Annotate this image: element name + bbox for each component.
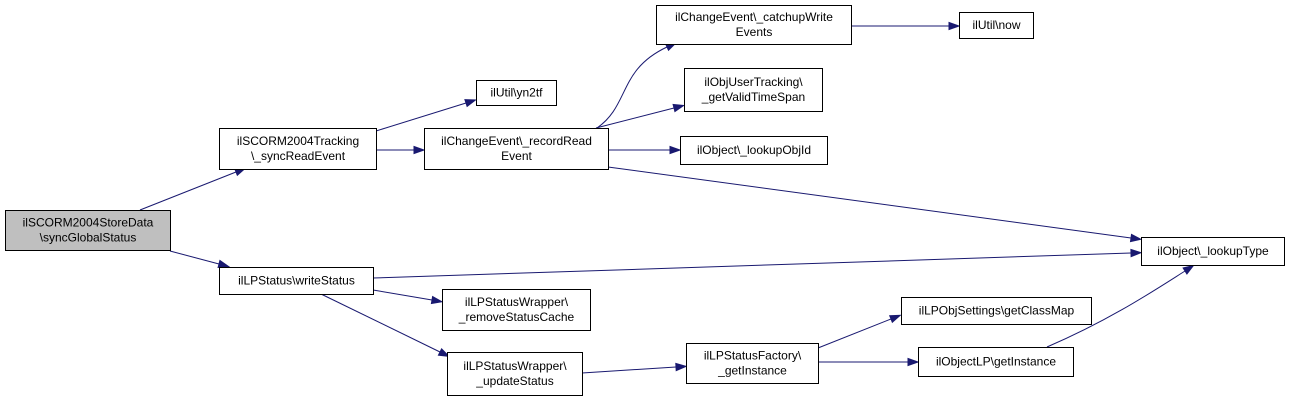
node-box <box>424 128 609 170</box>
edge-write-status-to-lookup-type <box>372 248 1143 279</box>
node-remove-status-cache[interactable]: ilLPStatusWrapper\_removeStatusCache <box>442 289 591 331</box>
node-box <box>447 352 583 396</box>
edge-line <box>607 166 1132 239</box>
arrow-head-icon <box>413 145 426 155</box>
node-box <box>918 347 1074 377</box>
arrow-head-icon <box>948 21 961 31</box>
edge-line <box>169 250 220 265</box>
node-box <box>5 210 171 251</box>
edge-status-factory-get-instance-to-get-class-map <box>817 314 902 349</box>
edge-update-status-to-status-factory-get-instance <box>581 362 688 374</box>
node-label-line: ilLPObjSettings\getClassMap <box>919 304 1075 318</box>
node-label-line: ilLPStatusWrapper\ <box>463 359 567 373</box>
edge-catchup-write-events-to-util-now <box>851 21 961 31</box>
node-box <box>442 289 591 331</box>
node-lookup-type[interactable]: ilObject\_lookupType <box>1141 237 1285 266</box>
node-get-class-map[interactable]: ilLPObjSettings\getClassMap <box>901 297 1092 325</box>
node-root[interactable]: ilSCORM2004StoreData\syncGlobalStatus <box>5 210 171 251</box>
node-label-line: ilSCORM2004Tracking <box>237 134 359 148</box>
arrow-head-icon <box>669 145 682 155</box>
edge-write-status-to-remove-status-cache <box>372 289 444 305</box>
node-object-lp-get-instance[interactable]: ilObjectLP\getInstance <box>918 347 1074 377</box>
node-label-line: _getValidTimeSpan <box>701 90 805 104</box>
arrow-head-icon <box>464 99 477 108</box>
nodes-layer: ilSCORM2004StoreData\syncGlobalStatusilS… <box>5 5 1285 396</box>
node-update-status[interactable]: ilLPStatusWrapper\_updateStatus <box>447 352 583 396</box>
edge-line <box>1046 270 1186 348</box>
arrow-head-icon <box>1130 248 1143 258</box>
edge-object-lp-get-instance-to-lookup-type <box>1046 264 1195 348</box>
node-box <box>684 68 823 112</box>
node-box <box>219 128 377 170</box>
edge-root-to-write-status <box>169 250 231 269</box>
arrow-head-icon <box>437 347 451 358</box>
node-status-factory-get-instance[interactable]: ilLPStatusFactory\_getInstance <box>686 343 819 384</box>
arrow-head-icon <box>907 357 920 367</box>
node-label-line: _updateStatus <box>475 374 553 388</box>
arrow-head-icon <box>430 295 444 305</box>
edge-status-factory-get-instance-to-object-lp-get-instance <box>818 357 920 367</box>
node-box <box>686 343 819 384</box>
arrow-head-icon <box>217 259 231 269</box>
node-write-status[interactable]: ilLPStatus\writeStatus <box>219 267 374 295</box>
node-label-line: ilObject\_lookupType <box>1157 244 1269 258</box>
edge-root-to-sync-read-event <box>139 167 247 211</box>
node-box <box>476 80 557 106</box>
node-label-line: \_syncReadEvent <box>251 149 346 163</box>
edge-line <box>372 252 1132 279</box>
node-label-line: ilUtil\now <box>972 18 1020 32</box>
node-lookup-obj-id[interactable]: ilObject\_lookupObjId <box>680 136 828 165</box>
node-label-line: ilSCORM2004StoreData <box>23 216 154 230</box>
edge-line <box>596 46 668 129</box>
node-label-line: ilUtil\yn2tf <box>490 86 543 100</box>
node-box <box>959 12 1034 39</box>
edge-line <box>320 293 441 353</box>
node-box <box>1141 237 1285 266</box>
arrow-head-icon <box>675 362 688 372</box>
node-label-line: ilChangeEvent\_catchupWrite <box>675 10 833 24</box>
node-label-line: ilLPStatusWrapper\ <box>465 295 569 309</box>
edge-line <box>817 318 892 349</box>
edge-sync-read-event-to-yn2tf <box>375 99 477 132</box>
node-label-line: Event <box>501 149 532 163</box>
node-label-line: _removeStatusCache <box>458 310 575 324</box>
edge-sync-read-event-to-record-read-event <box>376 145 426 155</box>
node-label-line: ilObject\_lookupObjId <box>697 143 811 157</box>
arrow-head-icon <box>1182 264 1195 275</box>
node-box <box>901 297 1092 325</box>
node-util-now[interactable]: ilUtil\now <box>959 12 1034 39</box>
arrow-head-icon <box>672 103 686 113</box>
node-label-line: _getInstance <box>717 364 787 378</box>
node-label-line: ilObjUserTracking\ <box>704 75 803 89</box>
node-label-line: Events <box>736 25 773 39</box>
node-label-line: ilLPStatusFactory\ <box>704 349 802 363</box>
arrow-head-icon <box>1129 233 1143 243</box>
edge-record-read-event-to-lookup-obj-id <box>608 145 682 155</box>
node-yn2tf[interactable]: ilUtil\yn2tf <box>476 80 557 106</box>
edge-line <box>581 366 677 374</box>
node-box <box>680 136 828 165</box>
arrow-head-icon <box>888 314 902 324</box>
node-sync-read-event[interactable]: ilSCORM2004Tracking\_syncReadEvent <box>219 128 377 170</box>
node-get-valid-time-span[interactable]: ilObjUserTracking\_getValidTimeSpan <box>684 68 823 112</box>
node-label-line: ilObjectLP\getInstance <box>936 355 1056 369</box>
edge-record-read-event-to-lookup-type <box>607 166 1143 243</box>
edge-write-status-to-update-status <box>320 293 451 358</box>
node-label-line: ilChangeEvent\_recordRead <box>441 134 592 148</box>
node-box <box>656 5 852 45</box>
node-label-line: ilLPStatus\writeStatus <box>238 274 355 288</box>
node-box <box>219 267 374 295</box>
edge-line <box>139 171 237 211</box>
edge-line <box>595 107 675 129</box>
edge-line <box>375 102 467 132</box>
node-label-line: \syncGlobalStatus <box>40 231 137 245</box>
edge-record-read-event-to-get-valid-time-span <box>595 103 686 129</box>
edge-record-read-event-to-catchup-write-events <box>596 42 678 129</box>
edges-layer <box>139 21 1195 374</box>
edge-line <box>372 289 433 301</box>
